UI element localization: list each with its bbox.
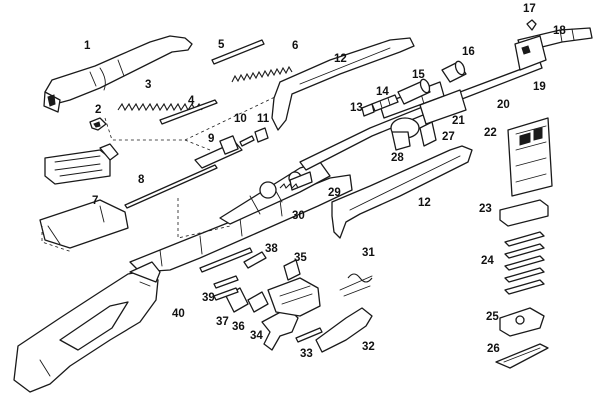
callout-30: 30	[292, 210, 305, 222]
callout-1: 1	[84, 40, 91, 52]
part-4-guide-rod	[159, 99, 218, 125]
callout-33: 33	[300, 348, 313, 360]
part-27-lever	[419, 121, 437, 147]
callout-12b: 12	[418, 197, 431, 209]
callout-12a: 12	[334, 53, 347, 65]
part-22-magazine	[507, 117, 553, 197]
part-11-extractor	[254, 127, 269, 143]
part-23-magazine-follower	[499, 199, 549, 227]
part-35-disconnector	[283, 259, 301, 281]
part-39-pins	[213, 275, 239, 301]
part-9-bolt	[194, 135, 243, 169]
callout-28: 28	[391, 152, 404, 164]
callout-26: 26	[487, 343, 500, 355]
part-36-sear	[247, 291, 269, 313]
part-2-latch	[89, 117, 107, 131]
part-6-spring	[231, 65, 293, 83]
part-13-ring	[361, 103, 375, 117]
callout-20: 20	[497, 99, 510, 111]
part-29-bolt-stop	[279, 171, 313, 191]
callout-7: 7	[92, 195, 98, 207]
part-21-gas-block	[419, 89, 467, 125]
callout-2: 2	[95, 104, 101, 116]
callout-16: 16	[462, 46, 475, 58]
part-14-gas-piston	[371, 94, 399, 112]
callout-31: 31	[362, 247, 375, 259]
part-1-dust-cover	[43, 35, 193, 113]
callout-13: 13	[350, 102, 363, 114]
part-7-piston-block	[39, 199, 129, 253]
callout-19: 19	[533, 81, 546, 93]
callout-37: 37	[216, 316, 229, 328]
part-5-rod	[211, 39, 265, 65]
part-16-gas-cylinder	[441, 60, 467, 83]
callout-18: 18	[553, 25, 566, 37]
part-8-rod	[124, 164, 218, 209]
part-25-magazine-plate	[499, 307, 545, 337]
part-15-gas-tube	[397, 78, 431, 105]
part-33-pin	[295, 327, 323, 343]
callout-4: 4	[188, 95, 195, 107]
bolt-carrier-block	[44, 143, 119, 185]
callout-labels: 1 2 3 4 5 6 7 8 9 10 11 12 12 13 14 15 1…	[84, 3, 566, 360]
callout-39: 39	[202, 292, 215, 304]
callout-11: 11	[257, 113, 270, 125]
callout-6: 6	[292, 40, 298, 52]
callout-29: 29	[328, 187, 341, 199]
callout-10: 10	[234, 113, 247, 125]
callout-40: 40	[172, 308, 185, 320]
callout-14: 14	[376, 86, 389, 98]
callout-34: 34	[250, 330, 263, 342]
callout-25: 25	[486, 311, 499, 323]
part-12-upper-handguard	[271, 37, 415, 131]
part-19-front-sight-base	[514, 35, 547, 71]
callout-15: 15	[412, 69, 425, 81]
callout-27: 27	[442, 131, 455, 143]
callout-5: 5	[218, 39, 225, 51]
part-24-magazine-spring	[504, 231, 545, 295]
part-32-trigger-guard	[315, 307, 373, 353]
callout-23: 23	[479, 203, 492, 215]
callout-3: 3	[145, 79, 151, 91]
callout-9: 9	[208, 133, 214, 145]
part-17-front-sight-post	[526, 19, 537, 31]
callout-8: 8	[138, 174, 145, 186]
callout-17: 17	[523, 3, 536, 15]
part-28-sight-block	[390, 117, 420, 151]
part-40-stock	[13, 261, 161, 393]
callout-22: 22	[484, 127, 497, 139]
trigger-housing	[267, 277, 321, 317]
callout-36: 36	[232, 321, 245, 333]
callout-21: 21	[452, 115, 465, 127]
part-31-hammer-spring	[339, 273, 373, 297]
callout-35: 35	[294, 252, 307, 264]
part-38-selector	[199, 247, 267, 273]
part-12-lower-handguard	[331, 145, 473, 239]
callout-38: 38	[265, 243, 278, 255]
callout-32: 32	[362, 341, 375, 353]
part-26-magazine-floorplate	[495, 343, 549, 369]
callout-24: 24	[481, 255, 494, 267]
part-10-firing-pin	[239, 135, 255, 147]
